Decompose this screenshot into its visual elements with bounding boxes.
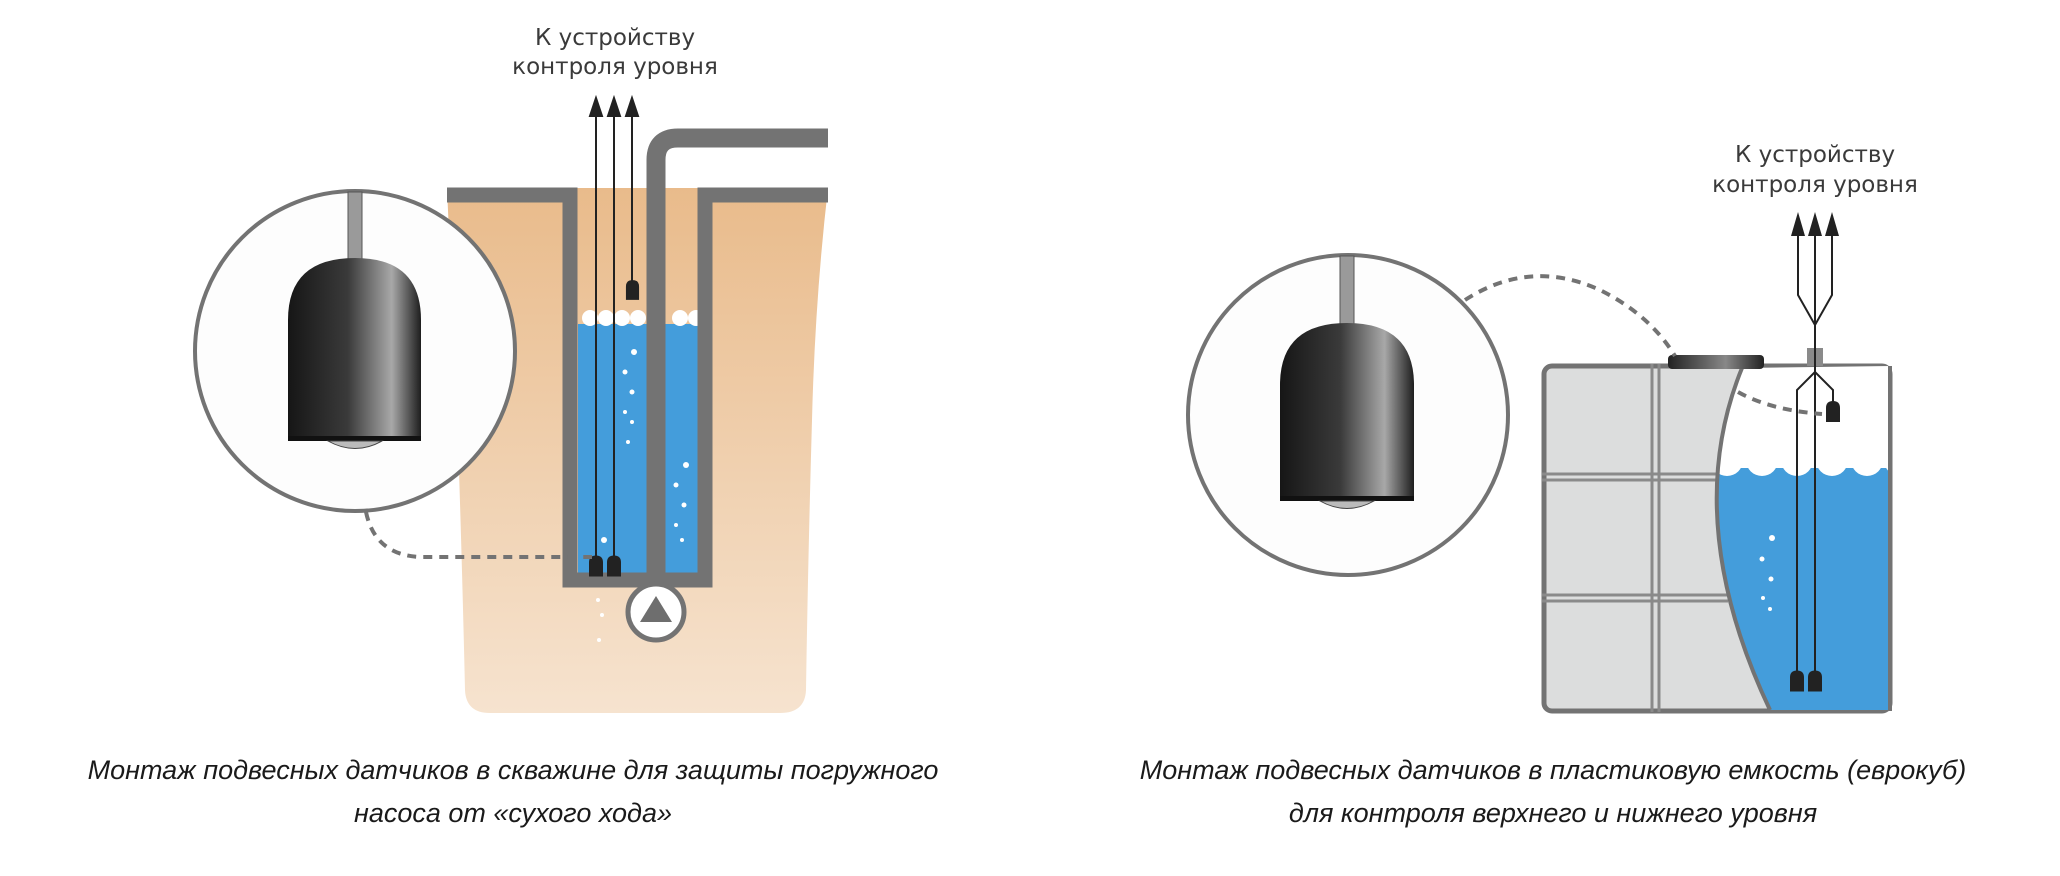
callout-dotted-line — [1463, 274, 1677, 358]
arrow-up-icon — [588, 94, 604, 117]
arrow-up-icon — [1808, 212, 1822, 236]
pump-triangle-icon — [640, 596, 672, 622]
float-sensor-upper — [625, 280, 640, 300]
sensor-lens — [1318, 500, 1376, 509]
tank-signal-wires — [1796, 230, 1834, 672]
float-sensor-lower-1 — [1790, 670, 1804, 692]
tank-arrows — [1791, 212, 1839, 236]
caption-line1: Монтаж подвесных датчиков в пластиковую … — [1140, 755, 1966, 785]
tank-frame — [1542, 364, 1728, 712]
arrow-up-icon — [1825, 212, 1839, 236]
well-water — [578, 324, 698, 574]
caption-line1: Монтаж подвесных датчиков в скважине для… — [88, 755, 939, 785]
sensor-rod — [347, 191, 363, 263]
sensor-body — [288, 258, 421, 438]
destination-label-line2: контроля уровня — [1712, 172, 1918, 198]
arrow-up-icon — [1791, 212, 1805, 236]
destination-label-line2: контроля уровня — [512, 54, 718, 80]
water-waves — [582, 310, 704, 326]
well-diagram: К устройству контроля уровня Монтаж подв… — [88, 25, 939, 828]
well-casing — [447, 187, 828, 588]
caption-line2: для контроля верхнего и нижнего уровня — [1289, 798, 1817, 828]
tank-lid — [1668, 355, 1764, 369]
sensor-magnifier — [1186, 253, 1510, 577]
float-sensor-upper — [1826, 401, 1840, 422]
signal-wires — [588, 94, 640, 556]
pump — [625, 581, 687, 643]
tank-diagram: К устройству контроля уровня Монтаж подв… — [1140, 142, 1966, 828]
arrow-up-icon — [606, 94, 622, 117]
sensor-body — [1280, 323, 1414, 498]
cutaway-edge — [1714, 367, 1772, 711]
sensor-magnifier — [193, 189, 517, 513]
float-sensor-lower-2 — [607, 555, 621, 577]
discharge-pipe — [646, 128, 828, 590]
sensor-rod — [1339, 255, 1355, 327]
tank-bubbles — [1759, 535, 1775, 611]
destination-label-line1: К устройству — [535, 25, 695, 51]
float-sensor-lower-2 — [1808, 670, 1822, 692]
arrow-up-icon — [624, 94, 640, 117]
destination-label-line1: К устройству — [1735, 142, 1895, 168]
sensor-lens — [326, 440, 384, 449]
callout-dotted-line-inner — [1737, 390, 1823, 416]
caption-line2: насоса от «сухого хода» — [354, 798, 672, 828]
